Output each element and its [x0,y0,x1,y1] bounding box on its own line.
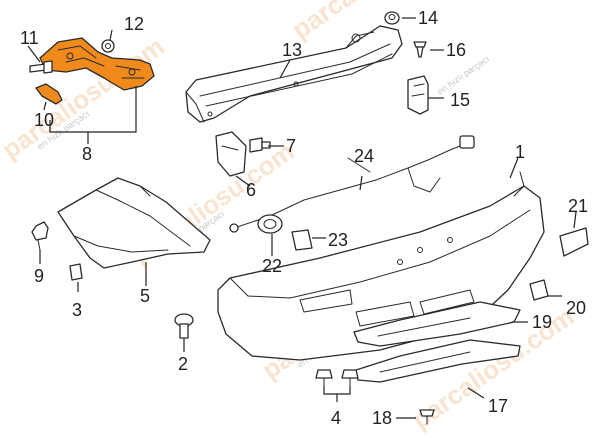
callout-10[interactable]: 10 [34,110,54,130]
callout-22[interactable]: 22 [262,256,282,276]
callout-8[interactable]: 8 [82,144,92,164]
callout-18[interactable]: 18 [372,408,392,428]
callout-20[interactable]: 20 [566,298,586,318]
callout-9[interactable]: 9 [34,266,44,286]
wiring-harness-24-part[interactable] [229,135,475,233]
clip-16-part[interactable] [413,41,427,58]
bracket-assembly-8-part[interactable] [39,37,155,91]
grommet-12-part[interactable] [101,39,115,53]
bracket-6-part[interactable] [215,131,247,177]
callout-3[interactable]: 3 [72,300,82,320]
reflector-21-part[interactable] [559,227,589,257]
callout-5[interactable]: 5 [140,286,150,306]
parking-sensor-22-part[interactable] [257,214,283,234]
callout-labels: 1 2 3 4 5 6 7 8 9 10 11 12 13 14 15 16 1… [20,8,588,428]
callout-23[interactable]: 23 [328,230,348,250]
bumper-beam-part[interactable] [185,25,403,123]
callout-14[interactable]: 14 [418,8,438,28]
clips-4-part[interactable] [315,369,359,387]
bolt-7-part[interactable] [249,137,271,153]
side-bracket-highlight [39,37,155,91]
callout-16[interactable]: 16 [446,40,466,60]
tow-cover-20-part[interactable] [529,279,549,301]
callout-2[interactable]: 2 [178,354,188,374]
clip-3-part[interactable] [69,263,83,281]
callout-1[interactable]: 1 [515,142,525,162]
callout-21[interactable]: 21 [568,196,588,216]
corner-panel-5-part[interactable] [57,177,211,269]
callout-15[interactable]: 15 [450,90,470,110]
bolt-11-part[interactable] [29,60,53,74]
callout-13[interactable]: 13 [282,40,302,60]
bolt-2-part[interactable] [174,313,194,339]
callout-6[interactable]: 6 [246,180,256,200]
callout-12[interactable]: 12 [124,14,144,34]
callout-7[interactable]: 7 [286,136,296,156]
callout-11[interactable]: 11 [20,28,39,48]
pin-18-part[interactable] [419,409,435,425]
clip-10-part[interactable] [35,83,63,105]
callout-19[interactable]: 19 [532,312,552,332]
callout-17[interactable]: 17 [488,396,508,416]
leader-lines [27,17,577,419]
nut-14-part[interactable] [384,11,400,25]
bracket-15-part[interactable] [407,75,429,115]
fastener-9-part[interactable] [31,221,49,251]
sensor-bracket-23-part[interactable] [291,229,313,251]
callout-4[interactable]: 4 [331,408,341,428]
callout-24[interactable]: 24 [354,146,374,166]
diffuser-17-part[interactable] [355,339,521,383]
